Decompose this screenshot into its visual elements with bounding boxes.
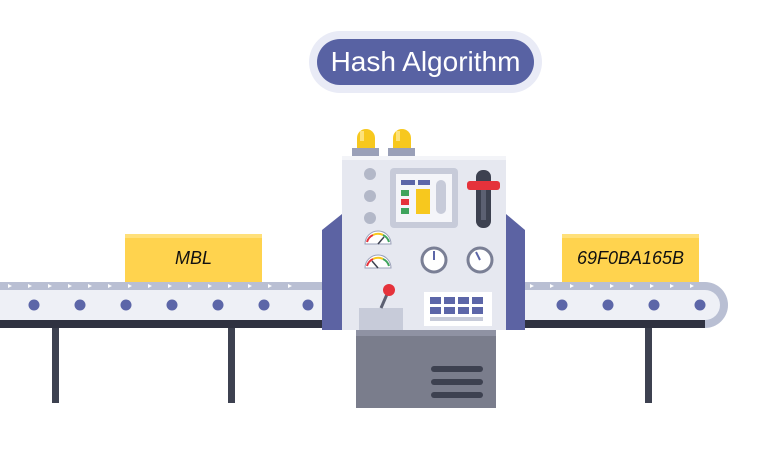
left-conveyor-rollers [28, 299, 314, 311]
output-box [562, 234, 699, 282]
right-conveyor-leg [645, 328, 652, 403]
meter-icon [364, 230, 392, 245]
monitor-screen [390, 168, 458, 228]
input-box [125, 234, 262, 282]
left-conveyor-leg [228, 328, 235, 403]
warning-lamp-icon [352, 129, 379, 156]
left-conveyor-leg [52, 328, 59, 403]
input-value-label: MBL [174, 247, 212, 268]
gauge-icon [466, 246, 494, 274]
warning-lamp-icon [388, 129, 415, 156]
diagram-title: Hash Algorithm [330, 46, 521, 77]
meter-icon [364, 254, 392, 269]
vent-grille-icon [431, 366, 483, 398]
title-badge: Hash Algorithm [309, 31, 542, 93]
joystick-icon [359, 284, 403, 330]
hash-machine [322, 129, 525, 408]
right-conveyor-rollers [556, 299, 706, 311]
left-conveyor-belt [0, 282, 330, 328]
lever-icon [467, 170, 500, 228]
title-badge-inner: Hash Algorithm [317, 39, 534, 85]
gauge-icon [420, 246, 448, 274]
keypad-icon [424, 292, 492, 326]
right-conveyor-belt [520, 282, 728, 328]
output-hash-label: 69F0BA165B [576, 247, 685, 268]
